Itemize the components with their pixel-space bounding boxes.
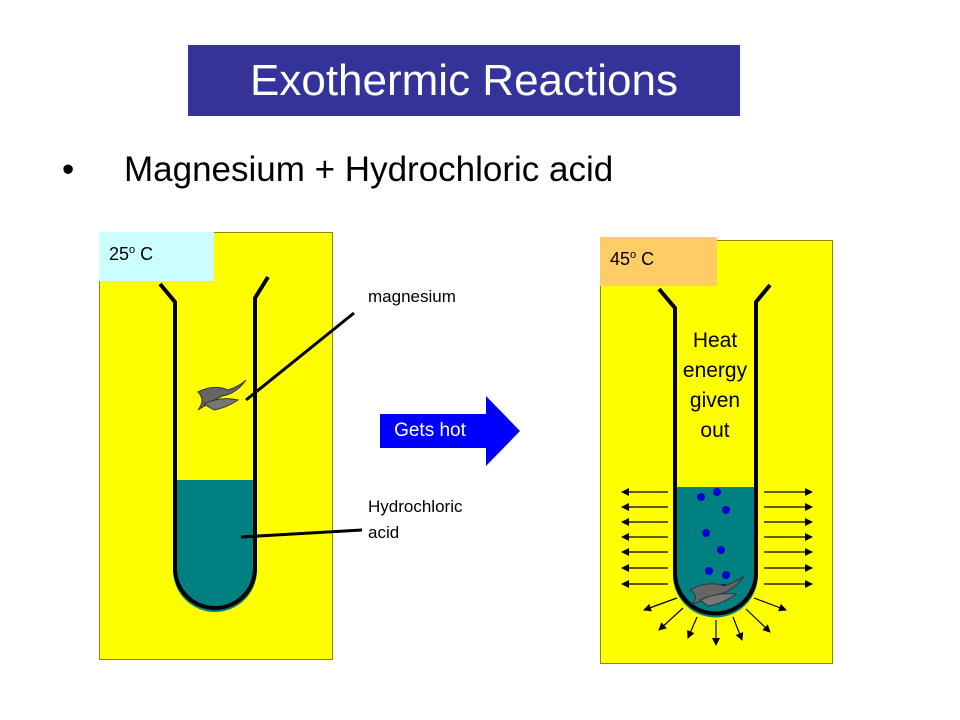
heat-line-2: energy bbox=[682, 359, 748, 382]
right-temp-unit: C bbox=[636, 249, 655, 269]
right-temperature-label: 45o C bbox=[600, 237, 717, 286]
right-temp-value: 45 bbox=[610, 249, 631, 269]
left-test-tube bbox=[158, 275, 270, 612]
acid-label-line-2: acid bbox=[368, 523, 400, 542]
right-tube-outline bbox=[657, 283, 772, 616]
left-magnesium-ribbon bbox=[197, 379, 247, 411]
bullet-dot: • bbox=[62, 150, 75, 189]
acid-label-line-1: Hydrochloric bbox=[368, 497, 463, 516]
left-temperature-label: 25o C bbox=[99, 232, 214, 281]
heat-line-4: out bbox=[700, 419, 730, 442]
acid-pointer-line bbox=[240, 528, 363, 539]
magnesium-label: magnesium bbox=[368, 287, 456, 306]
heat-energy-label: Heat energy given out bbox=[662, 326, 768, 446]
left-temp-degree: o bbox=[129, 244, 136, 256]
title-text: Exothermic Reactions bbox=[250, 55, 678, 105]
left-temp-value: 25 bbox=[109, 244, 130, 264]
gets-hot-arrow bbox=[380, 396, 520, 466]
magnesium-pointer-line bbox=[245, 311, 355, 402]
bullet-item: • Magnesium + Hydrochloric acid bbox=[62, 150, 613, 190]
right-temp-degree: o bbox=[630, 249, 637, 261]
heat-line-3: given bbox=[689, 389, 741, 412]
reaction-equation: Magnesium + Hydrochloric acid bbox=[124, 150, 614, 189]
left-acid-liquid bbox=[173, 480, 257, 612]
title-banner: Exothermic Reactions bbox=[188, 45, 740, 116]
heat-line-1: Heat bbox=[692, 329, 738, 352]
left-temp-unit: C bbox=[135, 244, 154, 264]
left-tube-outline bbox=[158, 275, 270, 610]
gets-hot-label: Gets hot bbox=[394, 420, 466, 441]
heat-arrows-left bbox=[621, 488, 668, 588]
heat-arrows-bottom bbox=[643, 597, 787, 646]
right-magnesium-ribbon bbox=[689, 575, 745, 607]
acid-label: Hydrochloric acid bbox=[368, 494, 462, 546]
heat-arrows-right bbox=[764, 488, 813, 588]
